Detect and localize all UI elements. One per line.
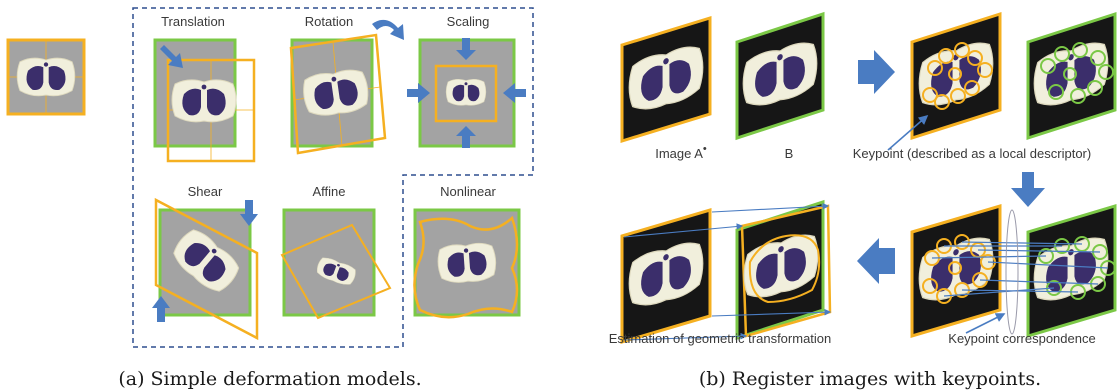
correspondence-lines [931,241,1109,297]
caption-a: (a) Simple deformation models. [118,368,421,390]
translation-example: Translation [153,14,256,163]
scale-arrow-bottom-icon [456,126,476,148]
nonlinear-label: Nonlinear [440,184,496,199]
image-a-keypoints [910,11,1002,141]
keypoint-pointer [887,114,929,151]
correspondence-label: Keypoint correspondence [948,331,1095,346]
correspondence-image-a [910,203,1002,339]
shear-example: Shear [152,184,259,341]
scaling-label: Scaling [447,14,490,29]
shear-arrow-top-icon [240,200,258,226]
nonlinear-example: Nonlinear [413,184,521,319]
translation-label: Translation [161,14,225,29]
rotation-arrow-icon [372,19,404,40]
estimation-image-a [620,207,712,345]
shear-arrow-bottom-icon [152,296,170,322]
scale-arrow-left-icon [407,83,430,103]
rotation-example: Rotation [289,14,404,155]
image-a-label: Image A• [655,143,707,161]
image-b-label: B [785,146,794,161]
keypoint-label: Keypoint (described as a local descripto… [853,146,1091,161]
step-arrow-left-icon [857,238,895,284]
original-image [6,38,86,116]
affine-example: Affine [280,184,392,320]
scaling-example: Scaling [407,14,526,148]
estimation-overlay [735,199,832,341]
correspondence-image-b [1026,203,1117,339]
shear-label: Shear [188,184,223,199]
correspondence-ellipse [1005,209,1019,335]
estimation-label: Estimation of geometric transformation [609,331,832,346]
image-a-top [620,15,712,144]
dashed-boundary [132,7,534,348]
affine-label: Affine [312,184,345,199]
step-arrow-down-icon [1011,172,1045,207]
image-b-keypoints [1026,11,1117,141]
scale-arrow-top-icon [456,38,476,60]
translation-arrow-icon [160,45,183,68]
scale-arrow-right-icon [503,83,526,103]
panel-a: Translation Rotation Scaling [6,7,534,390]
caption-b: (b) Register images with keypoints. [699,368,1041,390]
correspondence-pointer [965,313,1006,334]
estimation-lines [623,202,832,341]
rotation-label: Rotation [305,14,353,29]
panel-b: Image A• B Keypoint [609,11,1117,390]
step-arrow-right-icon [858,50,895,94]
image-b-top [735,11,825,141]
